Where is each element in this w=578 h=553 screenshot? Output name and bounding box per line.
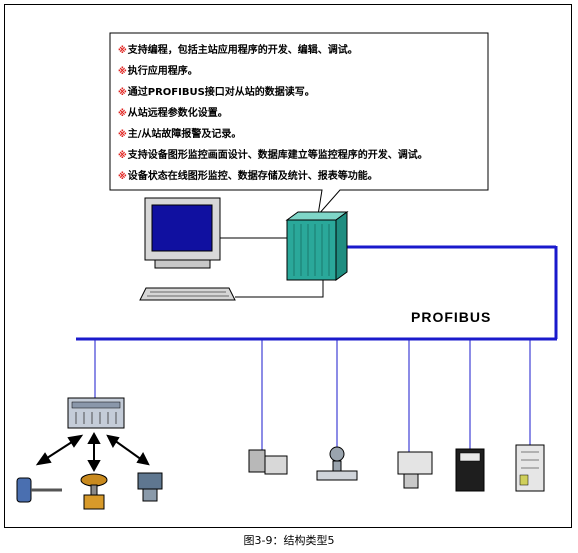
callout-bubble xyxy=(109,32,489,217)
callout-item: ※支持设备图形监控画面设计、数据库建立等监控程序的开发、调试。 xyxy=(118,145,488,166)
monitor-screen xyxy=(151,204,213,252)
callout-item: ※从站远程参数化设置。 xyxy=(118,103,488,124)
callout-item: ※支持编程，包括主站应用程序的开发、编辑、调试。 xyxy=(118,40,488,61)
callout-item-text: 从站远程参数化设置。 xyxy=(127,108,228,119)
callout-item-text: 支持编程，包括主站应用程序的开发、编辑、调试。 xyxy=(127,45,358,56)
callout-item-text: 主/从站故障报警及记录。 xyxy=(127,129,242,140)
callout-item-text: 执行应用程序。 xyxy=(127,66,198,77)
bullet-mark: ※ xyxy=(118,67,127,77)
figure-caption: 图3-9：结构类型5 xyxy=(243,534,335,547)
monitor-icon xyxy=(144,197,221,269)
flowmeter-icon xyxy=(316,446,358,481)
profibus-bus xyxy=(76,245,558,452)
remote-io-icon xyxy=(67,397,125,429)
bullet-mark: ※ xyxy=(118,130,127,140)
pressure-transmitter-icon xyxy=(248,449,288,475)
control-valve-icon xyxy=(80,473,108,510)
callout-item-text: 支持设备图形监控画面设计、数据库建立等监控程序的开发、调试。 xyxy=(127,150,428,161)
bullet-mark: ※ xyxy=(118,151,127,161)
bullet-mark: ※ xyxy=(118,88,127,98)
callout-item: ※通过PROFIBUS接口对从站的数据读写。 xyxy=(118,82,488,103)
callout-item-text: 通过PROFIBUS接口对从站的数据读写。 xyxy=(127,87,315,98)
plc-master-icon xyxy=(285,211,349,281)
callout-item-text: 设备状态在线图形监控、数据存储及统计、报表等功能。 xyxy=(127,171,378,182)
inverter-icon xyxy=(455,448,485,492)
motor-starter-icon xyxy=(515,444,545,492)
callout-item: ※设备状态在线图形监控、数据存储及统计、报表等功能。 xyxy=(118,166,488,187)
keyboard-cable xyxy=(235,275,324,298)
level-transmitter-icon xyxy=(397,451,433,489)
io-arrows xyxy=(35,431,150,473)
keyboard-icon xyxy=(139,287,236,301)
callout-item: ※执行应用程序。 xyxy=(118,61,488,82)
bullet-mark: ※ xyxy=(118,46,127,56)
bullet-mark: ※ xyxy=(118,109,127,119)
profibus-label: PROFIBUS xyxy=(411,309,492,325)
temperature-sensor-icon xyxy=(16,477,62,503)
bullet-mark: ※ xyxy=(118,172,127,182)
callout-text: ※支持编程，包括主站应用程序的开发、编辑、调试。 ※执行应用程序。 ※通过PRO… xyxy=(118,40,488,187)
callout-item: ※主/从站故障报警及记录。 xyxy=(118,124,488,145)
positioner-valve-icon xyxy=(137,472,163,502)
